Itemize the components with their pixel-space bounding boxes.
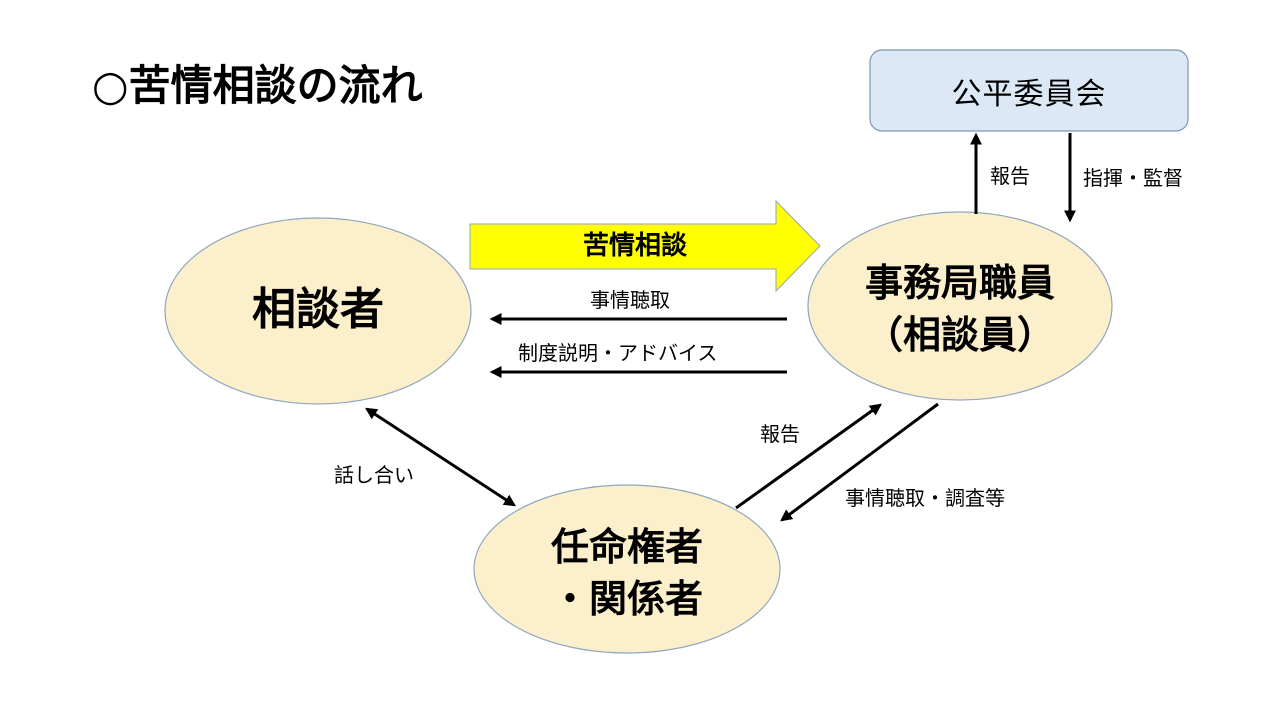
commission-node — [869, 49, 1189, 132]
explanation-label: 制度説明・アドバイス — [518, 341, 718, 365]
discussion-label: 話し合い — [334, 463, 414, 487]
report-to-staff-label: 報告 — [760, 422, 800, 446]
consultant-label: 相談者 — [252, 284, 384, 335]
investigation-arrow — [780, 402, 939, 522]
complaint-arrow — [469, 199, 821, 293]
investigation-label: 事情聴取・調査等 — [845, 486, 1005, 510]
complaint-label: 苦情相談 — [582, 231, 687, 261]
staff-node — [807, 211, 1113, 401]
staff-label-line1: 事務局職員 — [864, 261, 1055, 305]
consultant-node — [164, 217, 472, 405]
discussion-arrow — [364, 407, 517, 507]
appointer-node — [473, 484, 781, 654]
hearing-label: 事情聴取 — [590, 288, 670, 312]
appointer-label-line1: 任命権者 — [550, 525, 703, 569]
commission-label: 公平委員会 — [951, 76, 1107, 112]
supervision-label: 指揮・監督 — [1083, 166, 1183, 190]
staff-label-line2: （相談員） — [864, 313, 1055, 357]
page-title: ○苦情相談の流れ — [92, 61, 423, 110]
report-to-staff-arrow — [735, 403, 882, 510]
appointer-label-line2: ・関係者 — [550, 577, 703, 621]
report-to-commission-label: 報告 — [990, 164, 1030, 188]
